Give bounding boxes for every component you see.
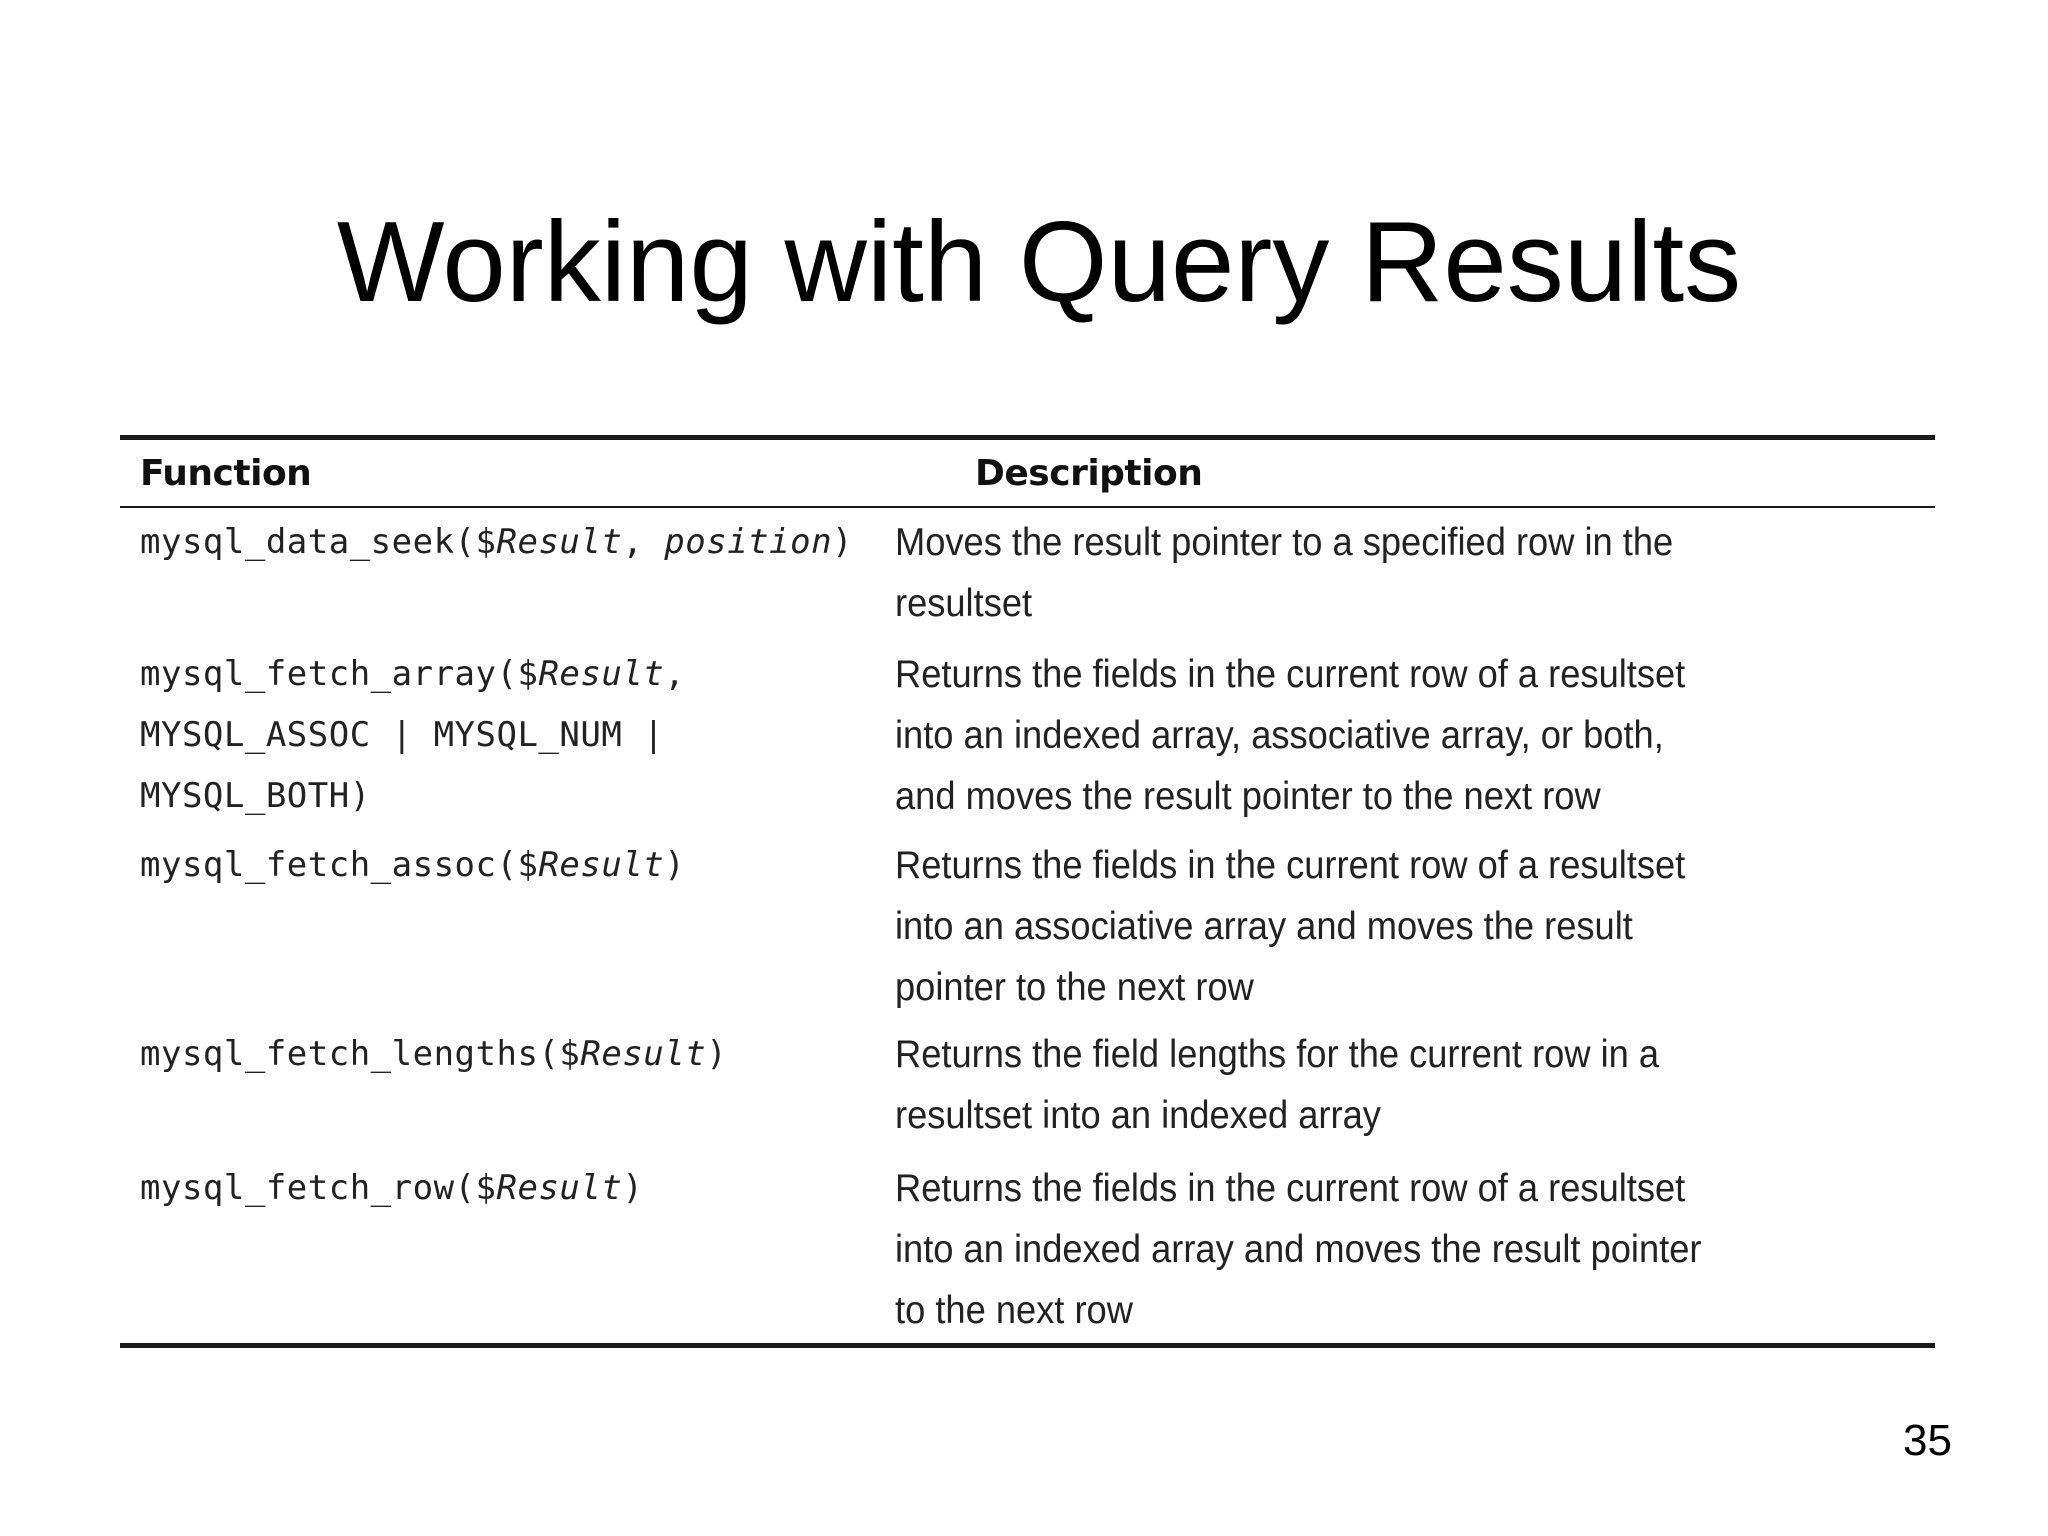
description-line: resultset into an indexed array [895, 1094, 1381, 1137]
description-line: into an indexed array, associative array… [895, 714, 1664, 757]
header-description: Description [975, 452, 1203, 494]
table-top-rule [120, 435, 1935, 440]
function-text: ) [622, 1168, 644, 1208]
function-argument: Result [496, 1168, 623, 1208]
functions-table: Function Description mysql_data_seek($Re… [120, 435, 1935, 1348]
function-line: MYSQL_BOTH) [140, 766, 895, 827]
function-text: MYSQL_BOTH) [140, 776, 371, 816]
table-body: mysql_data_seek($Result, position)Moves … [120, 508, 1935, 1343]
function-text: MYSQL_ASSOC | MYSQL_NUM | [140, 715, 665, 755]
function-text: ) [664, 845, 686, 885]
function-line: mysql_fetch_lengths($Result) [140, 1024, 895, 1085]
function-cell: mysql_fetch_lengths($Result) [120, 1024, 895, 1085]
function-text: , [622, 522, 665, 562]
table-row: mysql_fetch_row($Result)Returns the fiel… [120, 1150, 1935, 1343]
function-text: mysql_data_seek($ [140, 522, 497, 562]
description-line: into an associative array and moves the … [895, 905, 1633, 948]
function-argument: position [664, 522, 833, 562]
function-text: ) [832, 522, 854, 562]
description-line: Returns the fields in the current row of… [895, 1167, 1686, 1210]
function-text: mysql_fetch_array($ [140, 654, 539, 694]
table-header-row: Function Description [120, 440, 1935, 506]
description-line: to the next row [895, 1289, 1133, 1332]
function-line: mysql_fetch_array($Result, [140, 644, 895, 705]
function-cell: mysql_data_seek($Result, position) [120, 512, 895, 573]
function-text: mysql_fetch_row($ [140, 1168, 497, 1208]
function-line: mysql_fetch_assoc($Result) [140, 835, 895, 896]
function-cell: mysql_fetch_assoc($Result) [120, 835, 895, 896]
description-cell: Moves the result pointer to a specified … [895, 512, 1862, 634]
description-line: pointer to the next row [895, 966, 1254, 1009]
description-line: Returns the fields in the current row of… [895, 653, 1686, 696]
function-line: mysql_fetch_row($Result) [140, 1158, 895, 1219]
table-row: mysql_data_seek($Result, position)Moves … [120, 508, 1935, 636]
description-cell: Returns the fields in the current row of… [895, 644, 1862, 827]
header-function: Function [140, 452, 312, 494]
function-text: mysql_fetch_assoc($ [140, 845, 539, 885]
description-cell: Returns the fields in the current row of… [895, 835, 1862, 1018]
function-line: mysql_data_seek($Result, position) [140, 512, 895, 573]
function-cell: mysql_fetch_row($Result) [120, 1158, 895, 1219]
description-line: Returns the fields in the current row of… [895, 844, 1686, 887]
description-cell: Returns the fields in the current row of… [895, 1158, 1862, 1341]
description-line: Moves the result pointer to a specified … [895, 521, 1674, 564]
function-argument: Result [538, 845, 665, 885]
description-line: into an indexed array and moves the resu… [895, 1228, 1702, 1271]
table-bottom-rule [120, 1343, 1935, 1348]
description-line: Returns the field lengths for the curren… [895, 1033, 1660, 1076]
function-argument: Result [496, 522, 623, 562]
table-row: mysql_fetch_lengths($Result)Returns the … [120, 1020, 1935, 1150]
function-text: ) [706, 1034, 728, 1074]
function-text: mysql_fetch_lengths($ [140, 1034, 581, 1074]
table-row: mysql_fetch_array($Result, MYSQL_ASSOC | … [120, 636, 1935, 829]
slide-title: Working with Query Results [336, 199, 1742, 327]
table-row: mysql_fetch_assoc($Result)Returns the fi… [120, 829, 1935, 1020]
description-line: and moves the result pointer to the next… [895, 775, 1601, 818]
function-text: , [664, 654, 686, 694]
function-line: MYSQL_ASSOC | MYSQL_NUM | [140, 705, 895, 766]
function-argument: Result [538, 654, 665, 694]
description-line: resultset [895, 582, 1033, 625]
function-cell: mysql_fetch_array($Result, MYSQL_ASSOC | … [120, 644, 895, 827]
description-cell: Returns the field lengths for the curren… [895, 1024, 1862, 1146]
function-argument: Result [580, 1034, 707, 1074]
page-number: 35 [1903, 1416, 1952, 1465]
table-header-rule [120, 506, 1935, 508]
